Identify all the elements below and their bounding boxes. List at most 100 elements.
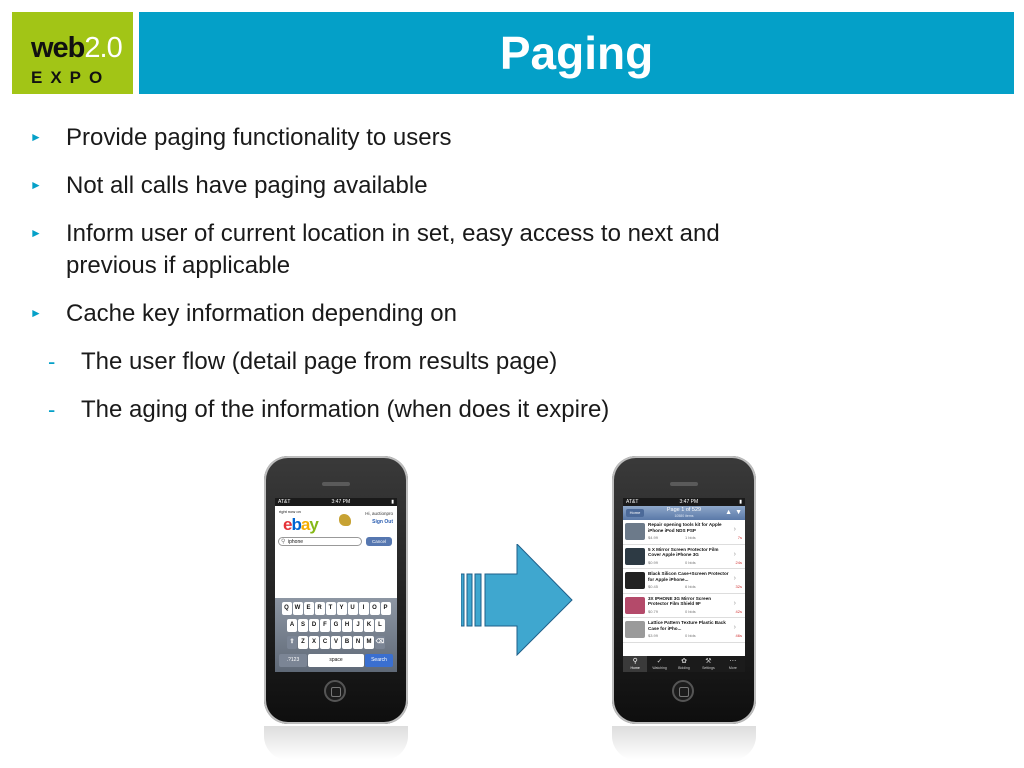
tab-settings[interactable]: ⚒Settings (696, 656, 720, 672)
key[interactable]: G (331, 619, 341, 632)
keyboard: Q W E R T Y U I O P A S D F G H J K L (275, 598, 397, 672)
key[interactable]: A (287, 619, 297, 632)
key[interactable]: B (342, 636, 352, 649)
bullet-3: ►Inform user of current location in set,… (30, 220, 720, 247)
key[interactable]: S (298, 619, 308, 632)
bullet-1: ►Provide paging functionality to users (30, 124, 452, 151)
key[interactable]: J (353, 619, 363, 632)
subbullet-1: -The user flow (detail page from results… (48, 348, 558, 375)
web20-expo-logo: web2.0 EXPO (12, 12, 133, 94)
key[interactable]: L (375, 619, 385, 632)
key[interactable]: W (292, 602, 303, 615)
next-page-icon[interactable]: ▼ (735, 509, 742, 516)
subbullet-2: -The aging of the information (when does… (48, 396, 610, 423)
tab-bar: ⚲Home ✓Watching ✿Bidding ⚒Settings ⋯More (623, 656, 745, 672)
backspace-key-icon[interactable]: ⌫ (375, 636, 385, 649)
chevron-right-icon: › (733, 575, 736, 582)
chevron-right-icon: › (733, 624, 736, 631)
list-item[interactable]: Repair opening tools kit for Apple iPhon… (623, 520, 745, 545)
key[interactable]: K (364, 619, 374, 632)
key[interactable]: Y (336, 602, 347, 615)
results-nav-bar: Home Page 1 of 529 10580 items ▲ ▼ (623, 506, 745, 520)
key[interactable]: V (331, 636, 341, 649)
page-indicator: Page 1 of 529 (666, 507, 702, 513)
chevron-right-icon: › (733, 526, 736, 533)
key[interactable]: C (320, 636, 330, 649)
shift-key-icon[interactable]: ⇧ (287, 636, 297, 649)
key[interactable]: N (353, 636, 363, 649)
key[interactable]: H (342, 619, 352, 632)
search-key[interactable]: Search (365, 654, 393, 667)
home-button-icon[interactable] (672, 680, 694, 702)
numbers-key[interactable]: .?123 (279, 654, 307, 667)
keyboard-row-3: ⇧ Z X C V B N M ⌫ (275, 636, 397, 649)
logo-web-text: web2.0 (31, 32, 123, 64)
cancel-button[interactable]: Cancel (366, 537, 392, 546)
item-thumbnail (625, 547, 645, 565)
phone1-reflection (264, 726, 408, 760)
tab-more[interactable]: ⋯More (721, 656, 745, 672)
ebay-logo: ebay (283, 515, 319, 534)
battery-icon: ▮ (391, 499, 394, 505)
key[interactable]: F (320, 619, 330, 632)
dash-marker-icon: - (48, 349, 56, 374)
dash-marker-icon: - (48, 397, 56, 422)
item-thumbnail (625, 523, 645, 540)
checkmark-icon: ✓ (656, 658, 663, 665)
battery-icon: ▮ (739, 499, 742, 505)
bullet-marker-icon: ► (30, 178, 42, 192)
tab-bidding[interactable]: ✿Bidding (672, 656, 696, 672)
bullet-marker-icon: ► (30, 226, 42, 240)
item-count: 10580 items (674, 514, 694, 518)
keyboard-row-4: .?123 space Search (275, 654, 397, 667)
previous-page-icon[interactable]: ▲ (725, 509, 732, 516)
key[interactable]: E (303, 602, 314, 615)
speaker-icon (670, 482, 698, 486)
key[interactable]: D (309, 619, 319, 632)
search-icon: ⚲ (632, 658, 638, 665)
search-input[interactable]: ⚲iphone (278, 537, 362, 546)
tools-icon: ⚒ (705, 658, 712, 665)
bidding-icon: ✿ (681, 658, 687, 665)
item-thumbnail (625, 596, 645, 614)
tab-watching[interactable]: ✓Watching (647, 656, 671, 672)
key[interactable]: T (325, 602, 336, 615)
sign-out-link[interactable]: Sign Out (372, 519, 393, 525)
key[interactable]: Z (298, 636, 308, 649)
user-greeting: Hi, auctionpro (365, 511, 393, 516)
space-key[interactable]: space (308, 654, 364, 667)
key[interactable]: U (347, 602, 358, 615)
keyboard-row-2: A S D F G H J K L (275, 619, 397, 632)
chevron-right-icon: › (733, 550, 736, 558)
item-thumbnail (625, 621, 645, 638)
key[interactable]: P (380, 602, 391, 615)
keyboard-row-1: Q W E R T Y U I O P (275, 602, 397, 615)
list-item[interactable]: Lattice Pattern Texture Plastic Back Cas… (623, 618, 745, 643)
bullet-2: ►Not all calls have paging available (30, 172, 428, 199)
key[interactable]: M (364, 636, 374, 649)
ebay-header: right now on ebay Hi, auctionpro Sign Ou… (275, 506, 397, 536)
home-button[interactable]: Home (626, 509, 644, 517)
key[interactable]: Q (281, 602, 292, 615)
list-item[interactable]: 3X IPHONE 3G Mirror Screen Protector Fil… (623, 594, 745, 618)
key[interactable]: O (369, 602, 380, 615)
logo-expo-text: EXPO (31, 68, 111, 87)
list-item[interactable]: Black Silicon Case+Screen Protector for … (623, 569, 745, 594)
search-icon: ⚲ (281, 539, 286, 545)
bullet-4: ►Cache key information depending on (30, 300, 457, 327)
speaker-icon (322, 482, 350, 486)
search-bar: ⚲iphone Cancel (278, 537, 394, 547)
key[interactable]: I (358, 602, 369, 615)
key[interactable]: R (314, 602, 325, 615)
phone2-reflection (612, 726, 756, 760)
right-arrow-icon (461, 544, 573, 656)
key[interactable]: X (309, 636, 319, 649)
slide-title: Paging (499, 27, 654, 79)
tab-home[interactable]: ⚲Home (623, 656, 648, 672)
list-item[interactable]: 5 X Mirror Screen Protector Film Cover A… (623, 545, 745, 569)
home-button-icon[interactable] (324, 680, 346, 702)
